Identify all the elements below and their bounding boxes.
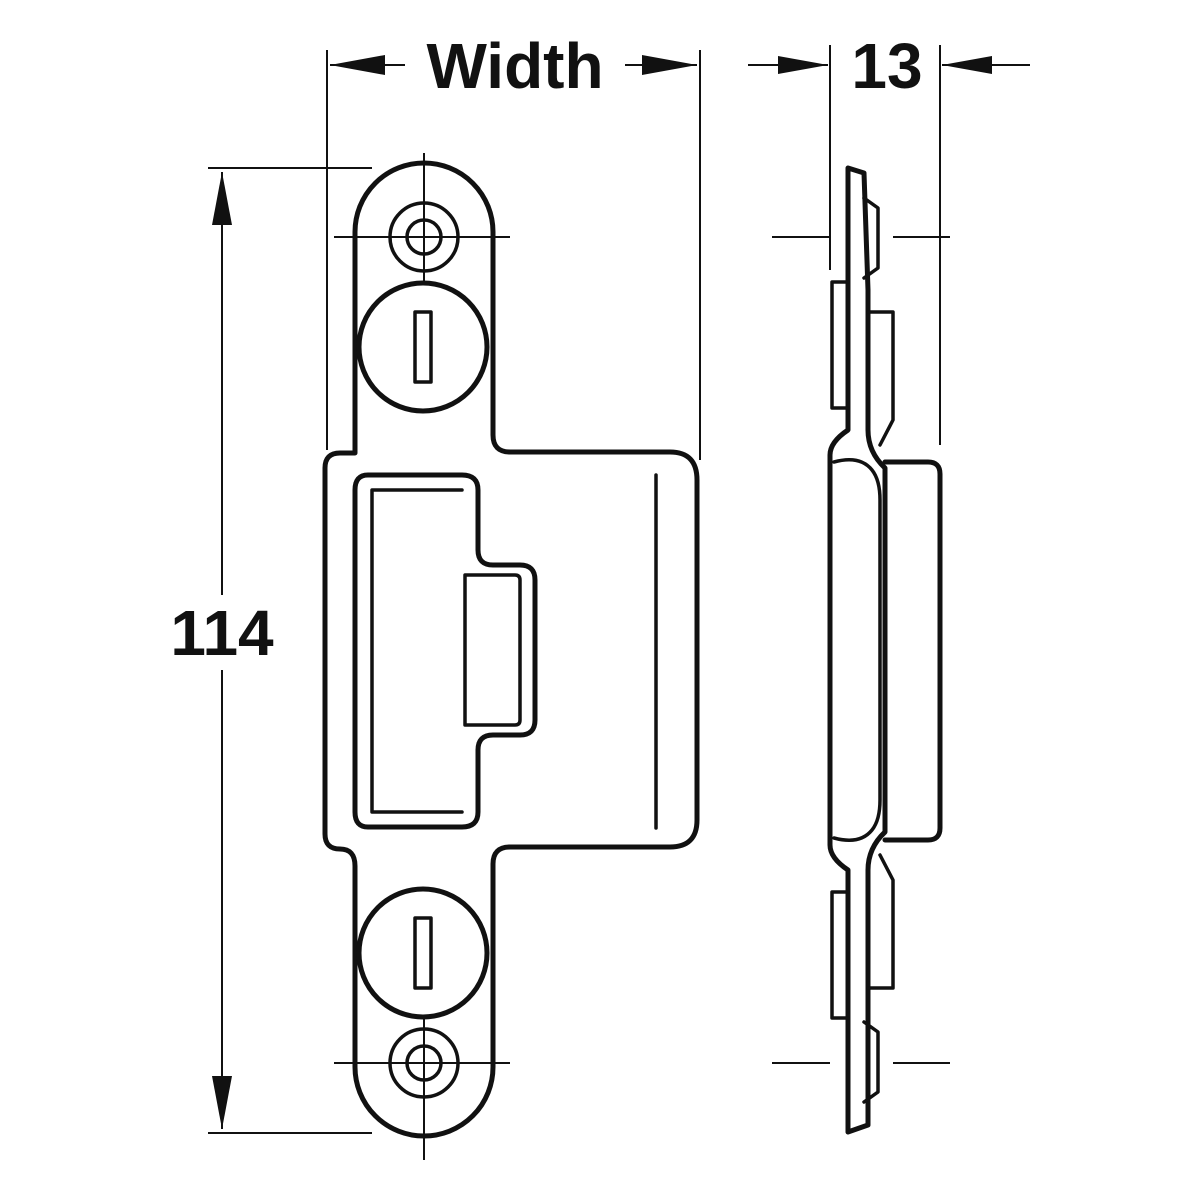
- bottom-adjustment-cam: [356, 886, 490, 1020]
- latch-tab: [463, 573, 522, 727]
- top-cam-slot: [413, 310, 433, 384]
- bottom-cam-slot: [413, 916, 433, 990]
- top-adjustment-cam: [356, 280, 490, 414]
- width-dimension: Width: [326, 30, 701, 460]
- top-screw-hole: [334, 153, 510, 285]
- height-label: 114: [170, 597, 274, 669]
- width-arrow-right: [642, 55, 697, 75]
- latch-pocket-inner-edge: [370, 488, 464, 814]
- front-plate-outline: [322, 160, 700, 1139]
- side-view: [772, 165, 950, 1135]
- bottom-cam-circle: [356, 886, 490, 1020]
- top-cam-circle: [356, 280, 490, 414]
- side-upper-flange: [830, 196, 895, 447]
- front-view: [322, 153, 700, 1160]
- bottom-screw-hole: [334, 1015, 510, 1160]
- depth-arrow-right: [942, 56, 992, 74]
- side-latch-body: [882, 459, 943, 843]
- width-arrow-left: [330, 55, 385, 75]
- height-arrow-bottom: [212, 1076, 232, 1129]
- depth-dimension: 13: [748, 30, 1030, 445]
- latch-pocket-outline: [352, 472, 538, 830]
- side-plate-profile: [827, 165, 888, 1135]
- height-arrow-top: [212, 172, 232, 225]
- depth-label: 13: [851, 30, 922, 102]
- depth-arrow-left: [778, 56, 828, 74]
- height-dimension: 114: [170, 167, 372, 1134]
- side-lower-flange: [830, 853, 895, 1104]
- latch-pocket: [352, 472, 538, 830]
- width-label: Width: [426, 30, 603, 102]
- side-pocket-curve: [832, 458, 882, 842]
